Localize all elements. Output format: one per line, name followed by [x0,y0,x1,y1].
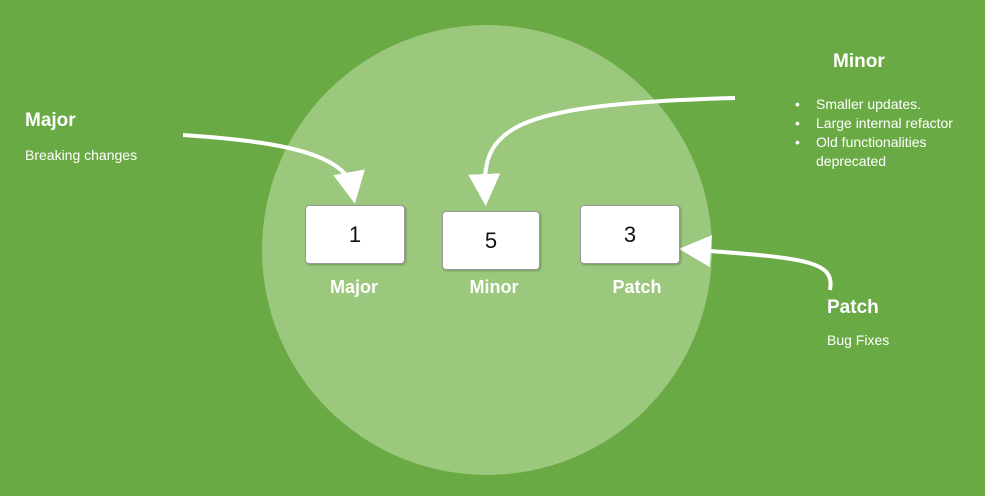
minor-bullet-text: Large internal refactor [816,115,953,131]
major-arrow [182,133,365,204]
patch-callout-description: Bug Fixes [827,332,890,348]
list-item: • Large internal refactor [795,114,980,133]
minor-label: Minor [469,277,519,297]
bullet-icon: • [795,134,800,150]
minor-callout-list: • Smaller updates. • Large internal refa… [795,95,980,171]
minor-callout-title: Minor [833,51,885,72]
major-number-box: 1 [305,205,405,264]
patch-label: Patch [612,277,662,297]
list-item: • Old functionalities deprecated [795,133,980,171]
patch-arrow [679,235,833,291]
major-callout-description: Breaking changes [25,147,138,163]
patch-number: 3 [623,221,637,247]
bullet-icon: • [795,115,800,131]
minor-number-box: 5 [442,211,540,270]
list-item: • Smaller updates. [795,95,980,114]
major-callout-title: Major [25,110,76,131]
major-label: Major [329,277,378,297]
minor-bullet-text: Smaller updates. [816,96,922,112]
minor-number: 5 [484,227,498,253]
patch-callout-title: Patch [827,297,879,318]
bullet-icon: • [795,96,800,112]
minor-arrow [468,96,736,206]
major-number: 1 [348,221,362,247]
patch-number-box: 3 [580,205,680,264]
minor-bullet-text: Old functionalities deprecated [816,134,927,169]
